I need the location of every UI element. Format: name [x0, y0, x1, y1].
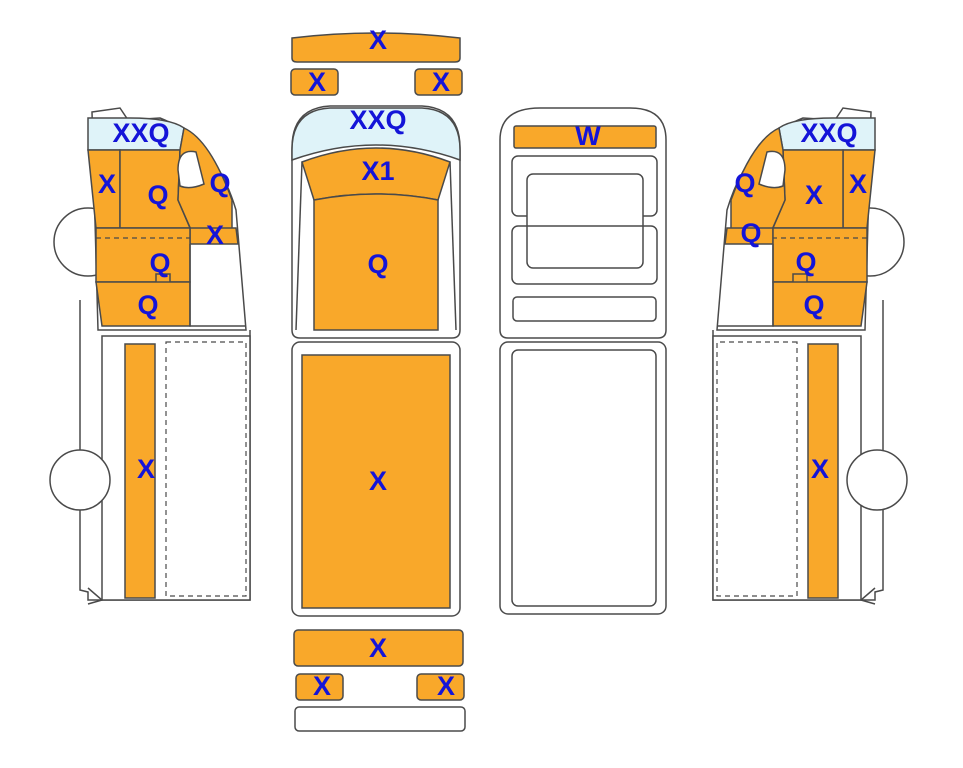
label-left-cargo-side: X [137, 454, 155, 484]
right-side-view [712, 107, 908, 605]
left-box-outline [101, 335, 251, 601]
label-top-cargo-roof: X [369, 466, 387, 496]
right-door-lower [772, 227, 868, 283]
right-box-outline [712, 335, 862, 601]
top-rear-bumper [293, 629, 464, 667]
label-top-hood: Q [367, 249, 388, 279]
label-right-a-pillar: X [849, 169, 867, 199]
label-top-rear-corner-right: X [437, 671, 455, 701]
front-box-inner [511, 349, 657, 607]
label-right-mirror-area: Q [734, 168, 755, 198]
top-rear-corner-right [416, 673, 465, 701]
labels: X X X XXQ X1 Q X X X X W XXQ X Q Q X Q Q… [98, 25, 867, 701]
label-top-front-bumper: X [369, 25, 387, 55]
top-rear-corner-left [295, 673, 344, 701]
label-right-door-upper: X [805, 180, 823, 210]
label-left-door-upper: Q [147, 180, 168, 210]
label-top-front-corner-left: X [308, 67, 326, 97]
right-rear-wheel [846, 449, 908, 511]
label-front-top-strip: W [575, 121, 601, 151]
front-bumper [512, 296, 657, 322]
front-top-strip [513, 125, 657, 149]
top-windshield [291, 107, 461, 162]
front-view [499, 107, 667, 615]
label-right-cargo-side: X [811, 454, 829, 484]
front-grille-frame [511, 225, 658, 285]
label-right-door-lower: Q [795, 247, 816, 277]
left-side-view [49, 107, 251, 605]
label-left-a-pillar: X [98, 169, 116, 199]
label-left-windshield: XXQ [112, 118, 169, 148]
label-top-rear-corner-left: X [313, 671, 331, 701]
top-front-corner-right [414, 68, 463, 96]
left-cargo-dashed [165, 341, 247, 597]
label-left-mirror-area: Q [209, 168, 230, 198]
label-left-mirror-arm: X [206, 220, 224, 250]
top-rear-step [294, 706, 466, 732]
top-view [290, 32, 466, 732]
label-top-rear-bumper: X [369, 633, 387, 663]
right-cargo-side [807, 343, 839, 599]
top-front-bumper [291, 32, 461, 63]
label-left-door-lower: Q [149, 248, 170, 278]
right-window [758, 150, 786, 189]
label-top-front-corner-right: X [432, 67, 450, 97]
label-right-mirror-arm: Q [740, 218, 761, 248]
label-right-step: Q [803, 290, 824, 320]
label-right-windshield: XXQ [800, 118, 857, 148]
left-rear-wheel [49, 449, 111, 511]
label-left-step: Q [137, 290, 158, 320]
front-windshield [526, 173, 644, 269]
right-cargo-dashed [716, 341, 798, 597]
left-cargo-side [124, 343, 156, 599]
top-cargo-roof [301, 354, 451, 609]
label-top-hood-top: X1 [361, 156, 394, 186]
left-door-lower [95, 227, 191, 283]
label-top-windshield: XXQ [349, 105, 406, 135]
top-front-corner-left [290, 68, 339, 96]
top-hood [313, 193, 439, 331]
left-window [177, 150, 205, 189]
